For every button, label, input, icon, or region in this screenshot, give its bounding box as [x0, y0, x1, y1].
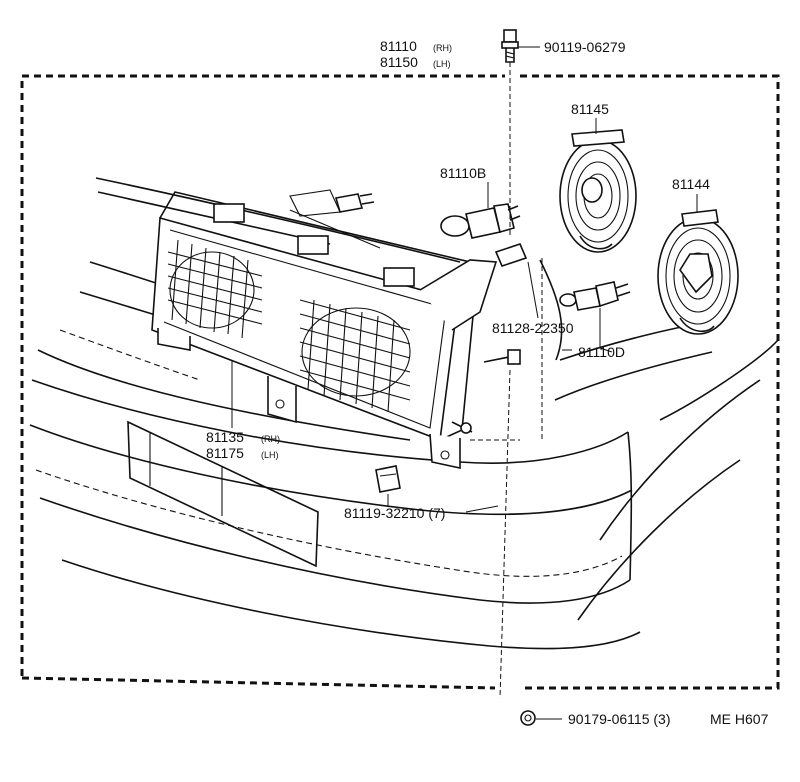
label-90179: 90179-06115 (3) [568, 711, 670, 727]
clip-81119 [375, 465, 401, 506]
license-plate-recess [127, 420, 319, 568]
label-81135-side: (RH) [261, 434, 280, 444]
bulb-81110B [440, 182, 521, 239]
bulb-81110D [559, 281, 631, 353]
label-81145: 81145 [571, 101, 609, 117]
label-81150-side: (LH) [433, 59, 451, 69]
part-labels: 81110 (RH) 81150 (LH) 90119-06279 81145 … [206, 38, 769, 727]
cover-81144 [657, 194, 739, 335]
cover-81145 [559, 118, 637, 253]
bolt-90119 [501, 29, 540, 63]
lens-pattern-left [167, 239, 263, 339]
label-81110D: 81110D [578, 344, 625, 360]
label-81144: 81144 [672, 176, 710, 192]
label-81150: 81150 [380, 54, 418, 70]
lens-pattern-right [299, 299, 411, 413]
label-81128: 81128-22350 [492, 320, 574, 336]
reference-code: ME H607 [710, 711, 769, 727]
label-81135: 81135 [206, 429, 244, 445]
label-81119: 81119-32210 (7) [344, 505, 445, 521]
label-81110-side: (RH) [433, 43, 452, 53]
side-bulb [334, 193, 375, 213]
label-81110B: 81110B [440, 165, 486, 181]
label-81175-side: (LH) [261, 450, 279, 460]
assembly-boundary [20, 74, 780, 690]
label-81110: 81110 [380, 38, 417, 54]
label-81175: 81175 [206, 445, 244, 461]
headlamp-unit [151, 189, 521, 469]
leader-lines [231, 62, 572, 699]
nut-90179 [520, 710, 562, 726]
label-90119: 90119-06279 [544, 39, 626, 55]
clip-81128 [494, 243, 539, 319]
